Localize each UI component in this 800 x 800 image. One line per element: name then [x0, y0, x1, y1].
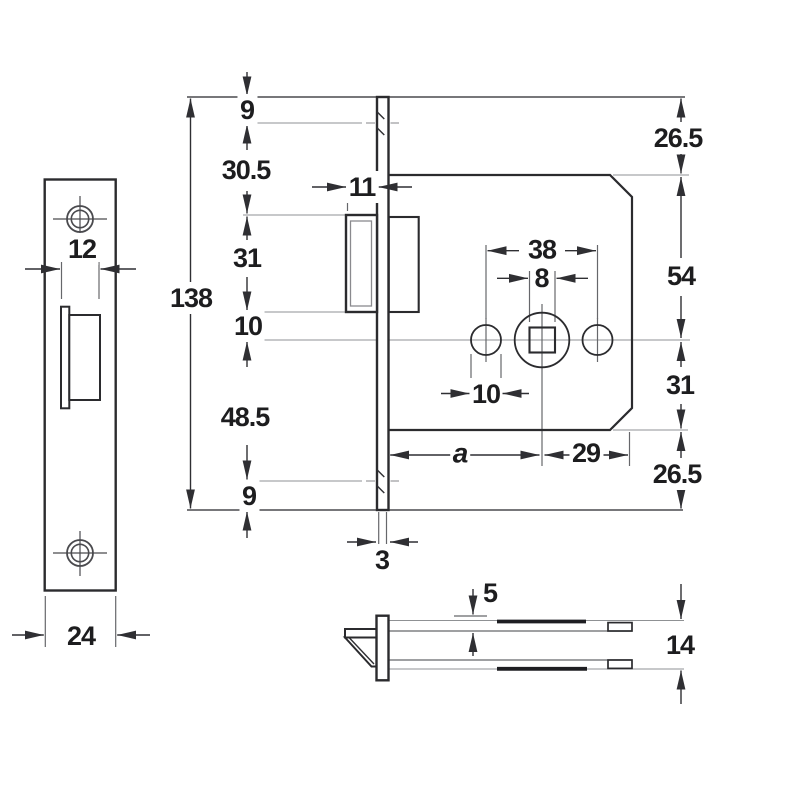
label-mask — [218, 401, 273, 433]
dim-label-latch-height: 31 — [233, 243, 262, 273]
dim-faceplate-overhang — [454, 589, 487, 656]
dim-plate-width — [12, 596, 150, 647]
label-mask — [480, 577, 501, 609]
dim-label-case-thickness: 14 — [666, 630, 695, 660]
dim-label-top-offset: 9 — [240, 95, 255, 125]
spindle-hub — [513, 311, 571, 369]
dim-label-overall-length: 138 — [170, 283, 213, 313]
dim-label-spindle-square: 8 — [534, 263, 549, 293]
hole-right — [581, 324, 614, 356]
label-mask — [167, 282, 216, 314]
dim-label-latch-to-center: 10 — [234, 311, 262, 341]
label-mask — [231, 310, 265, 342]
label-mask — [650, 458, 705, 490]
label-mask — [237, 94, 258, 126]
label-mask — [65, 233, 99, 265]
label-mask — [531, 262, 552, 294]
label-mask — [651, 122, 706, 154]
hole-left — [470, 324, 502, 356]
dim-label-spindle-to-edge: 29 — [572, 438, 601, 468]
label-mask — [664, 260, 699, 292]
dim-label-backset: a — [453, 438, 468, 469]
label-mask — [663, 629, 698, 661]
label-mask — [525, 233, 560, 266]
faceplate-bottom-view — [375, 614, 390, 682]
lock-case-outline — [388, 173, 634, 432]
dim-label-center-to-screw: 48.5 — [221, 402, 271, 432]
label-mask — [346, 171, 379, 203]
label-mask — [230, 242, 265, 274]
dim-label-latch-protrusion: 11 — [349, 172, 377, 202]
case-rear-tab-bottom — [607, 659, 633, 670]
label-mask — [219, 154, 274, 186]
label-mask — [239, 480, 260, 512]
dim-label-faceplate-thickness: 3 — [375, 545, 390, 575]
dim-label-screw-to-latch: 30.5 — [222, 155, 272, 185]
latch-bolt-inner — [349, 220, 373, 307]
dim-label-plate-width: 24 — [67, 621, 96, 651]
faceplate-edge — [375, 95, 390, 512]
label-mask — [450, 436, 471, 470]
dim-label-faceplate-overhang: 5 — [483, 578, 498, 608]
dim-label-hole-diameter: 10 — [472, 379, 500, 409]
label-mask — [372, 544, 393, 576]
strike-lip — [60, 305, 71, 410]
label-mask — [469, 378, 503, 410]
dim-label-case-lower-height: 31 — [666, 370, 695, 400]
dim-label-opening-width: 12 — [68, 234, 96, 264]
dim-label-bottom-offset: 9 — [242, 481, 257, 511]
dim-label-case-upper-height: 54 — [667, 261, 696, 291]
label-mask — [569, 437, 604, 469]
strike-opening — [68, 314, 102, 401]
dim-label-hole-spacing: 38 — [528, 235, 557, 265]
screw-hole-bottom — [53, 531, 107, 576]
dim-label-case-bottom-margin: 26.5 — [653, 459, 703, 489]
lock-case-side-view — [186, 72, 690, 549]
dimension-labels: 12 24 9 30.5 31 10 48.5 9 138 11 38 8 10… — [64, 94, 706, 661]
label-mask — [64, 620, 99, 652]
faceplate-screw-marks — [376, 111, 385, 494]
dim-opening-width — [25, 262, 136, 299]
case-rear-tab-top — [607, 621, 633, 632]
lock-case-bottom-view — [342, 584, 686, 704]
label-mask — [663, 369, 698, 401]
spindle-square-hole — [528, 326, 557, 354]
latch-bolt-bottom — [344, 628, 378, 639]
latch-body-inside-case — [387, 215, 420, 314]
dim-label-case-top-margin: 26.5 — [654, 123, 704, 153]
